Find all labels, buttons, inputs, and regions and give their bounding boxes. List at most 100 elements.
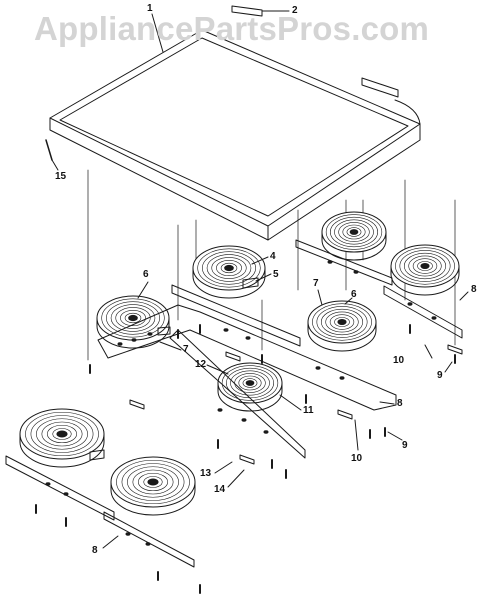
terminal-block — [242, 277, 259, 289]
element-clips — [129, 344, 463, 488]
mounting-hole — [339, 376, 345, 380]
element-center — [224, 264, 234, 272]
leader-14 — [227, 469, 245, 488]
mounting-hole — [147, 332, 153, 336]
callout-6a: 6 — [143, 269, 149, 280]
callout-8b: 8 — [397, 398, 403, 409]
element-coil — [395, 247, 455, 285]
leader-8c — [102, 535, 119, 549]
terminal-block — [157, 326, 171, 336]
element-coil — [338, 222, 370, 242]
main-cross-channel-lower — [97, 304, 397, 411]
element-coil — [242, 378, 258, 388]
heating-element-rear-right — [321, 211, 387, 261]
element-coil — [46, 424, 77, 444]
callout-8c: 8 — [92, 545, 98, 556]
callout-9b: 9 — [402, 440, 408, 451]
clip — [225, 351, 241, 362]
element-coil — [41, 421, 83, 447]
element-coil — [316, 306, 368, 338]
element-coil — [124, 312, 142, 324]
callout-15: 15 — [55, 171, 67, 182]
element-coil — [417, 261, 433, 271]
element-coil — [132, 469, 174, 495]
mounting-hole — [217, 408, 223, 412]
leader-6a — [137, 281, 149, 299]
leader-5 — [255, 273, 272, 282]
glass-top-rear-lip — [394, 99, 421, 125]
leader-13 — [214, 461, 233, 474]
element-center — [337, 318, 347, 326]
leader-8b — [379, 401, 395, 405]
element-coil — [25, 411, 99, 457]
terminal-blocks — [89, 277, 259, 461]
element-coil — [197, 248, 261, 288]
callout-6b: 6 — [351, 289, 357, 300]
element-coil — [230, 370, 270, 396]
leader-7a — [317, 289, 323, 306]
mounting-brackets — [45, 5, 399, 171]
element-coil — [346, 227, 362, 237]
bracket-2-right — [361, 77, 399, 98]
element-coil — [216, 259, 242, 276]
channel-rear-right — [295, 239, 393, 286]
element-center — [349, 229, 359, 235]
leader-9a — [444, 361, 453, 373]
element-coil — [30, 415, 94, 453]
callout-2: 2 — [292, 5, 298, 16]
callout-1: 1 — [147, 3, 153, 14]
mounting-hole — [315, 366, 321, 370]
callout-5: 5 — [273, 269, 279, 280]
mounting-hole — [131, 338, 137, 342]
element-coil — [320, 308, 364, 336]
element-coil — [325, 214, 383, 250]
glass-top-front-left-side — [49, 117, 269, 241]
element-coil — [110, 304, 156, 332]
mounting-hole — [263, 430, 269, 434]
cross-channel-rear — [171, 284, 301, 347]
mounting-hole — [245, 336, 251, 340]
channel-front-left — [5, 455, 115, 521]
element-center — [56, 430, 68, 438]
leader-7b — [159, 341, 182, 351]
element-coil — [334, 219, 374, 245]
callout-11: 11 — [303, 405, 314, 416]
heating-element-center — [217, 362, 283, 412]
glass-top-front-right-side — [267, 123, 421, 241]
element-coil — [101, 298, 165, 338]
screw-15 — [45, 139, 53, 161]
mounting-hole — [241, 418, 247, 422]
element-coil — [127, 466, 179, 498]
clip — [239, 454, 255, 465]
element-coil — [334, 317, 350, 327]
callout-13: 13 — [200, 468, 212, 479]
mounting-hole — [327, 260, 333, 264]
mounting-hole — [45, 482, 51, 486]
mounting-hole — [63, 492, 69, 496]
element-center — [128, 314, 138, 322]
leader-15 — [51, 159, 59, 171]
leader-10b — [354, 419, 359, 451]
element-coil — [408, 255, 442, 277]
leader-6b — [344, 297, 353, 305]
callout-8a: 8 — [471, 284, 477, 295]
element-coil — [221, 365, 279, 401]
callout-10b: 10 — [351, 453, 363, 464]
element-support-channels — [5, 239, 469, 568]
clip — [447, 344, 463, 355]
element-coil — [312, 303, 372, 341]
clip — [129, 399, 145, 410]
element-center — [147, 478, 159, 486]
element-coil — [403, 252, 447, 280]
element-coil — [116, 459, 190, 505]
mounting-hole — [431, 316, 437, 320]
heating-element-front-center — [110, 456, 196, 516]
cooktop-glass-top — [49, 13, 421, 241]
element-coil — [106, 301, 160, 335]
callout-leaders — [137, 256, 353, 411]
element-coil — [115, 307, 151, 329]
leader-11 — [279, 394, 302, 411]
terminal-block — [89, 449, 105, 461]
element-coil — [211, 257, 247, 279]
